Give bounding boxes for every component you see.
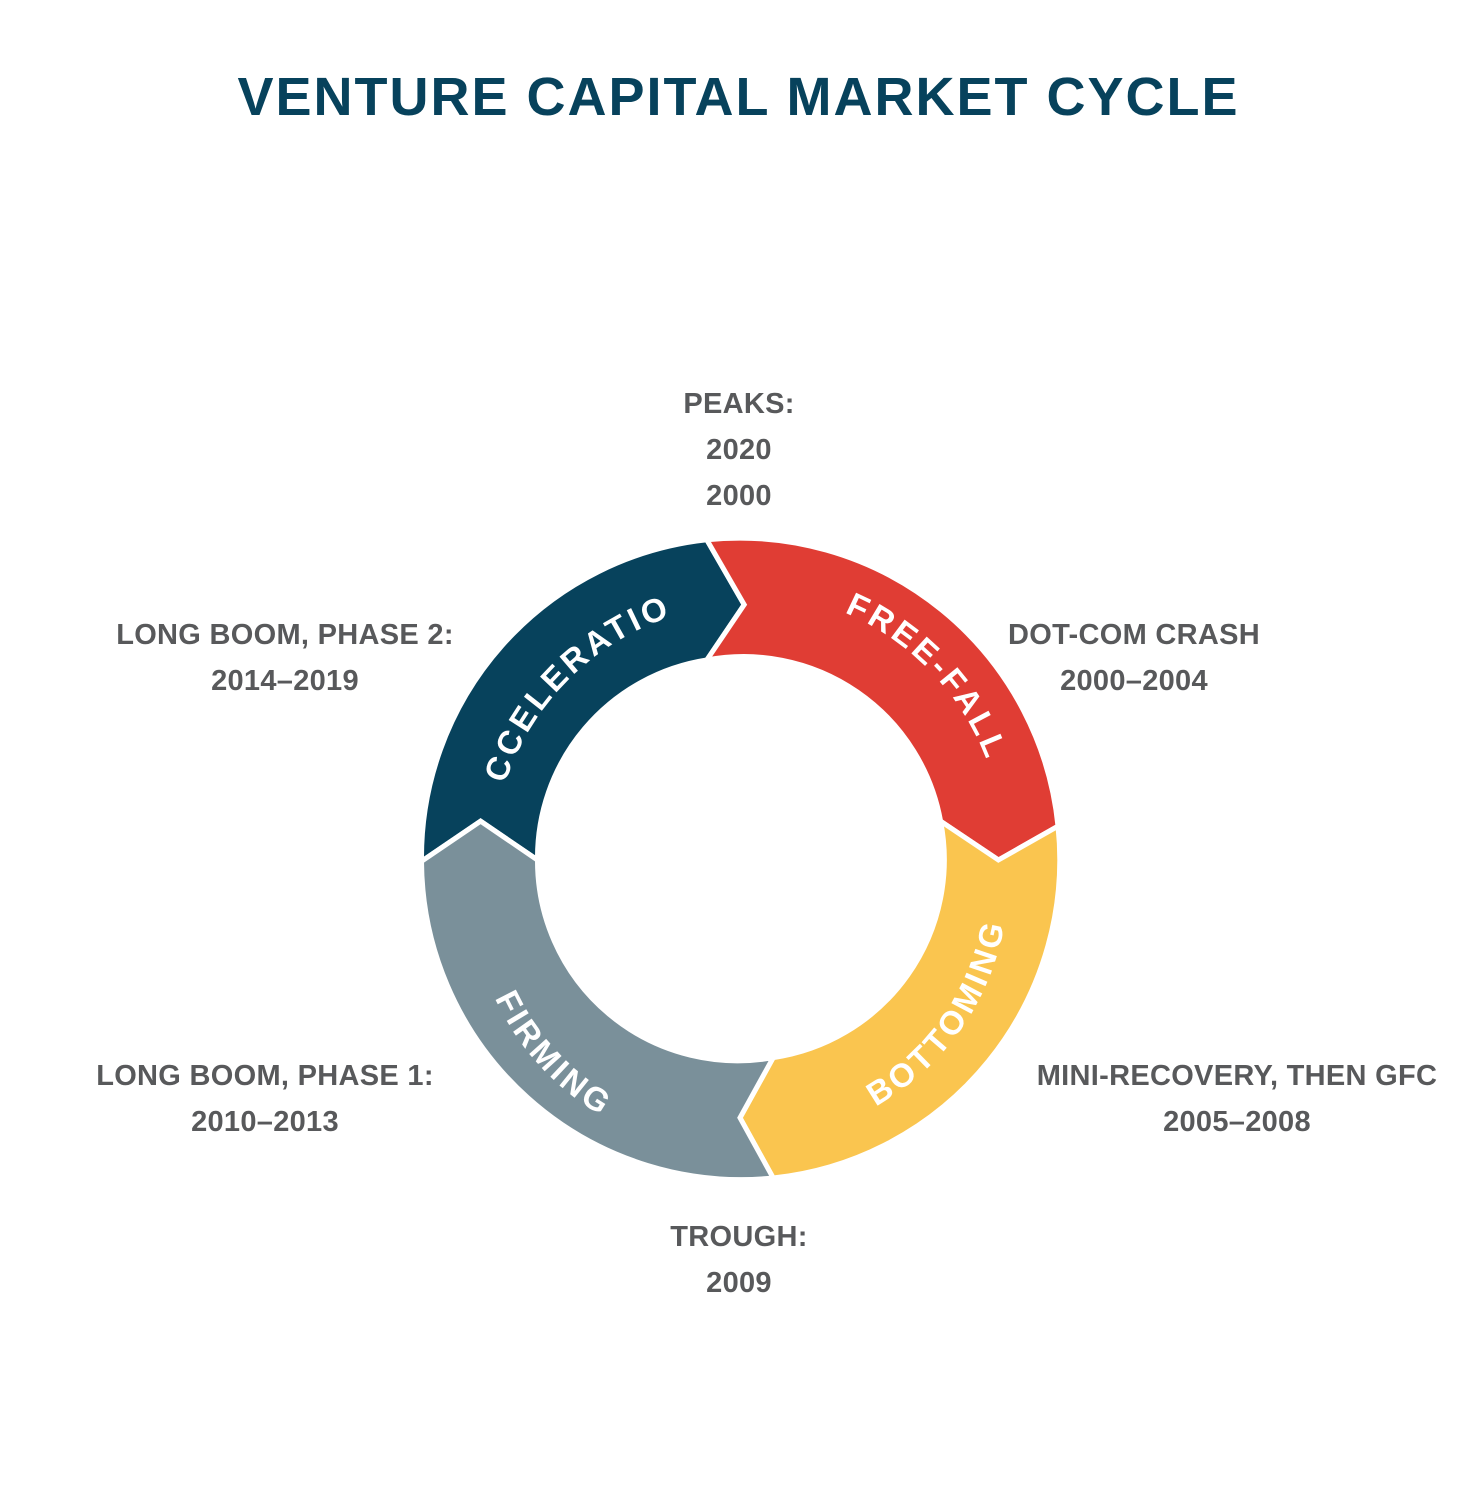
annotation-trough: TROUGH: 2009 [589,1214,889,1306]
annotation-dot-com-crash-years: 2000–2004 [1060,665,1208,697]
annotation-mini-recovery-heading: MINI-RECOVERY, THEN GFC [1036,1060,1438,1092]
annotation-phase-1-heading: LONG BOOM, PHASE 1: [96,1060,434,1092]
page-title: VENTURE CAPITAL MARKET CYCLE [237,67,1240,127]
annotation-phase-2-heading: LONG BOOM, PHASE 2: [116,619,454,651]
annotation-dot-com-crash: DOT-COM CRASH 2000–2004 [984,612,1284,704]
annotation-peaks-year-1: 2020 [706,434,772,466]
annotation-phase-1-years: 2010–2013 [191,1106,339,1138]
annotation-mini-recovery-years: 2005–2008 [1163,1106,1311,1138]
annotation-long-boom-phase-1: LONG BOOM, PHASE 1: 2010–2013 [55,1053,475,1145]
annotation-dot-com-crash-heading: DOT-COM CRASH [1008,619,1260,651]
segment-firming [418,818,778,1183]
segment-free-fall [701,535,1061,863]
annotation-phase-2-years: 2014–2019 [211,665,359,697]
annotation-mini-recovery: MINI-RECOVERY, THEN GFC 2005–2008 [1002,1053,1472,1145]
annotation-trough-year: 2009 [706,1267,772,1299]
annotation-peaks-heading: PEAKS: [683,388,795,420]
annotation-trough-heading: TROUGH: [670,1221,808,1253]
annotation-peaks-year-2: 2000 [706,480,772,512]
annotation-long-boom-phase-2: LONG BOOM, PHASE 2: 2014–2019 [75,612,495,704]
annotation-peaks: PEAKS: 2020 2000 [589,381,889,519]
segment-acceleration [418,537,748,866]
